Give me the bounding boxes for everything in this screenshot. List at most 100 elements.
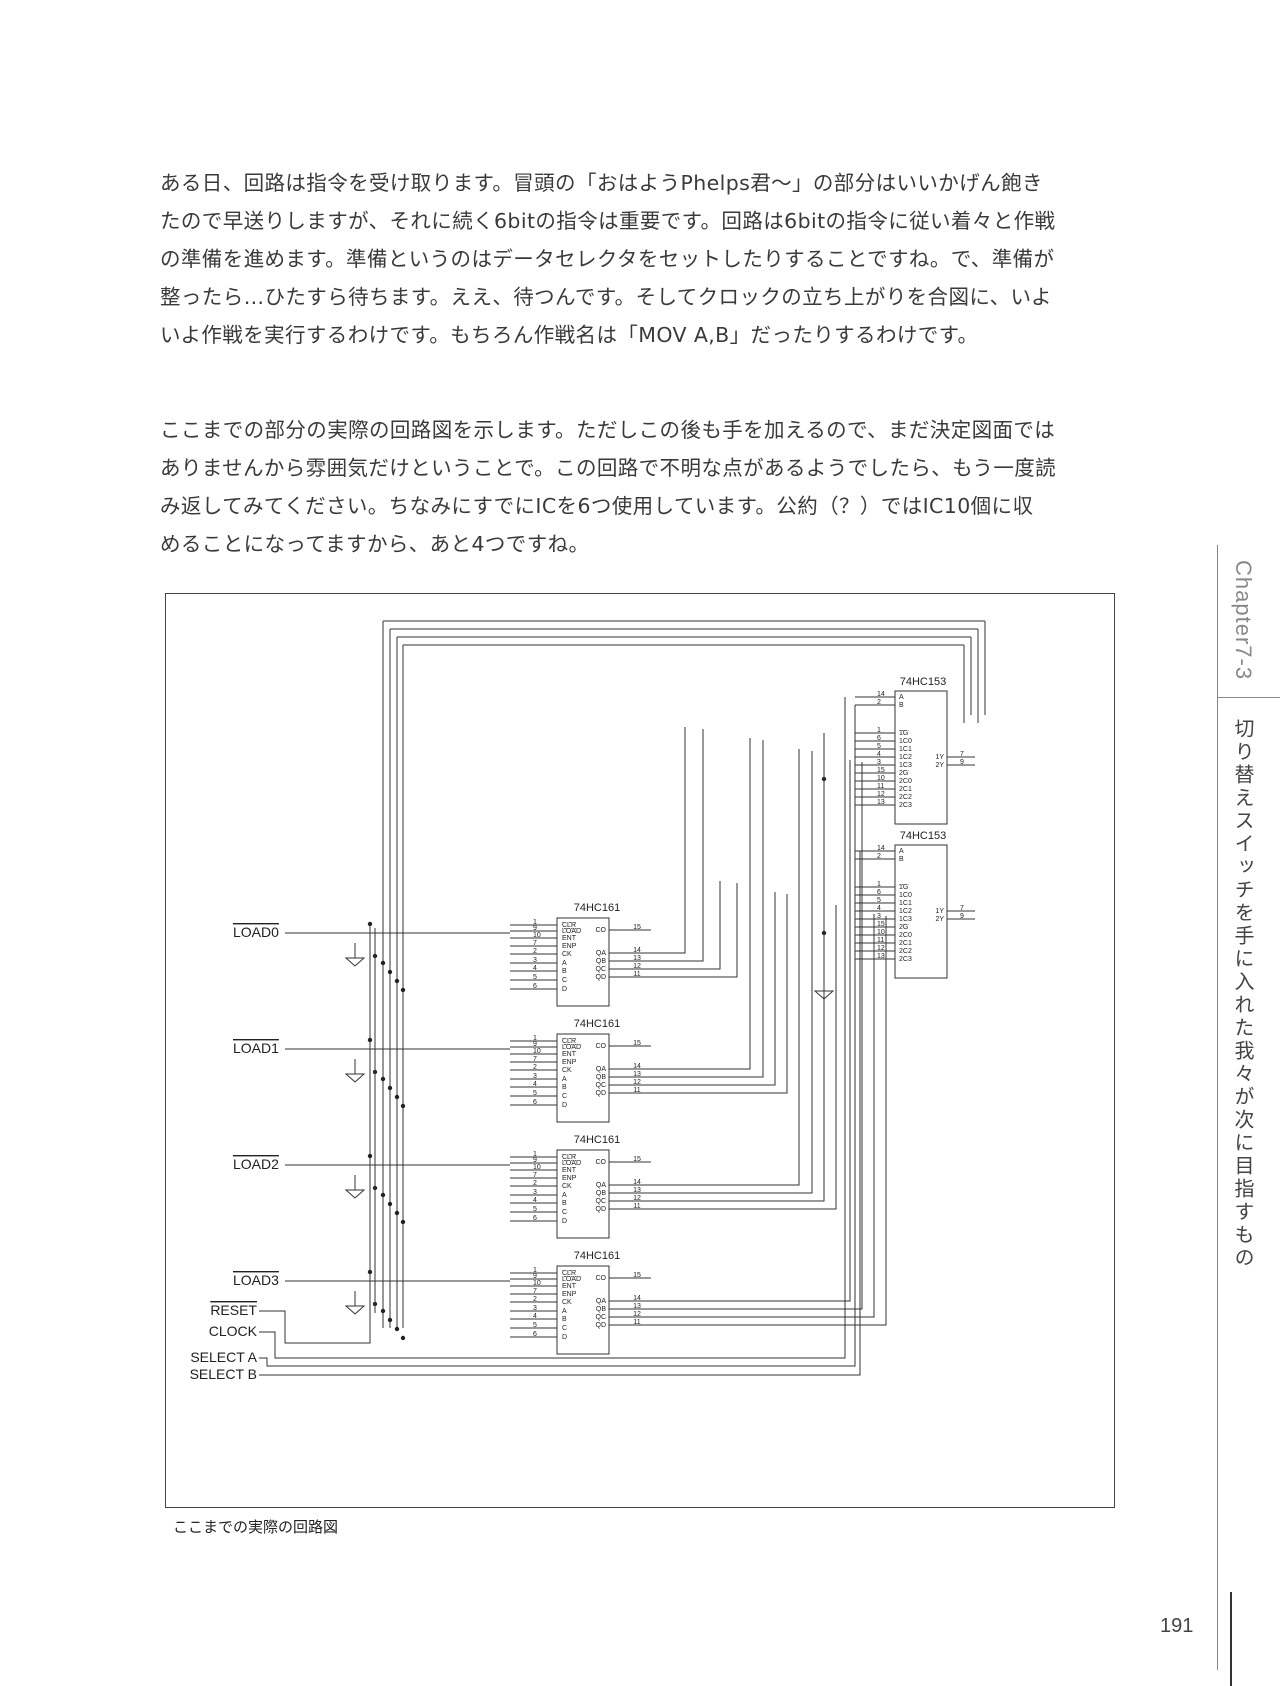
selector-pin-number: 3 [877, 759, 881, 766]
selector-pin-number: 14 [877, 691, 885, 698]
ground-symbol [344, 1073, 366, 1083]
selector-pin-number: 5 [877, 897, 881, 904]
selector-pin-label: 2C0 [899, 932, 912, 939]
junction-dot [400, 1103, 406, 1109]
counter-chip-name: 74HC161 [574, 1018, 620, 1030]
counter-pin-number: 3 [533, 957, 537, 964]
counter-chip-name: 74HC161 [574, 1250, 620, 1262]
selector-pin-label: 1C0 [899, 738, 912, 745]
junction-dot [387, 1201, 393, 1207]
chapter-label: Chapter7-3 [1231, 560, 1256, 681]
chapter-title: 切り替えスイッチを手に入れた我々が次に目指すもの [1231, 718, 1255, 1270]
counter-output-pin: 13 [633, 1187, 641, 1194]
selector-pin-label: 2C1 [899, 940, 912, 947]
counter-pin-label: A [562, 1076, 567, 1083]
counter-output-pin: 15 [633, 1272, 641, 1279]
selector-chip-name: 74HC153 [900, 676, 946, 688]
selector-pin-label: 2C2 [899, 948, 912, 955]
counter-output-wire [609, 727, 686, 954]
counter-pin-label: D [562, 1102, 567, 1109]
counter-output-label: QC [596, 966, 607, 973]
selector-output-pin: 9 [960, 759, 964, 766]
junction-dot [380, 1192, 386, 1198]
counter-output-pin: 14 [633, 1063, 641, 1070]
select-b-input-label: SELECT B [190, 1366, 257, 1382]
selector-pin-label: 2C3 [899, 802, 912, 809]
counter-output-label: QD [596, 974, 607, 981]
counter-pin-number: 6 [533, 983, 537, 990]
figure-caption: ここまでの実際の回路図 [173, 1518, 339, 1536]
counter-output-pin: 14 [633, 1295, 641, 1302]
counter-output-wire [609, 903, 825, 1202]
selector-pin-number: 10 [877, 929, 885, 936]
counter-pin-label: B [562, 1200, 567, 1207]
counter-output-pin: 15 [633, 924, 641, 931]
counter-pin-number: 4 [533, 1313, 537, 1320]
counter-pin-label: CLR [562, 1154, 576, 1161]
counter-pin-label: CK [562, 1299, 572, 1306]
selector-pin-label: 2C3 [899, 956, 912, 963]
counter-output-pin: 12 [633, 1311, 641, 1318]
counter-output-pin: 15 [633, 1040, 641, 1047]
counter-pin-label: CLR [562, 922, 576, 929]
load-input-label: LOAD1 [233, 1040, 279, 1056]
selector-pin-label: B [899, 856, 904, 863]
counter-pin-label: A [562, 1192, 567, 1199]
counter-pin-number: 7 [533, 940, 537, 947]
counter-pin-number: 4 [533, 1197, 537, 1204]
counter-output-label: CO [596, 1159, 607, 1166]
ground-symbol [344, 1305, 366, 1315]
junction-dot [387, 1317, 393, 1323]
selector-pin-number: 11 [877, 783, 884, 790]
counter-pin-label: ENP [562, 943, 577, 950]
counter-pin-label: ENP [562, 1059, 577, 1066]
counter-pin-number: 4 [533, 1081, 537, 1088]
ground-symbol [344, 957, 366, 967]
selector-pin-number: 15 [877, 921, 885, 928]
page-number-rule [1230, 1592, 1232, 1686]
counter-pin-number: 10 [533, 1048, 541, 1055]
counter-output-wire [609, 740, 764, 1078]
counter-pin-label: ENT [562, 1283, 577, 1290]
counter-pin-number: 7 [533, 1288, 537, 1295]
junction-dot [400, 1335, 406, 1341]
selector-pin-number: 13 [877, 953, 885, 960]
selector-pin-number: 2 [877, 853, 881, 860]
junction-dot [394, 1094, 400, 1100]
selector-pin-label: 2C1 [899, 786, 912, 793]
counter-output-wire [609, 729, 704, 962]
sidebar-rule [1217, 545, 1218, 1670]
selector-output-pin: 9 [960, 913, 964, 920]
selector-output-label: 1Y [935, 754, 944, 761]
counter-output-label: CO [596, 927, 607, 934]
counter-pin-number: 9 [533, 1273, 537, 1280]
junction-dot [394, 1326, 400, 1332]
clock-input-label: CLOCK [209, 1323, 258, 1339]
select-a-input-label: SELECT A [190, 1349, 257, 1365]
select-a-wire [259, 705, 856, 1367]
selector-pin-label: B [899, 702, 904, 709]
selector-pin-number: 13 [877, 799, 885, 806]
selector-pin-label: 1C1 [899, 746, 912, 753]
selector-pin-label: 1C2 [899, 908, 912, 915]
counter-output-label: QC [596, 1198, 607, 1205]
counter-output-wire [609, 892, 776, 1086]
paragraph-2: ここまでの部分の実際の回路図を示します。ただしこの後も手を加えるので、まだ決定図… [160, 411, 1110, 563]
counter-pin-number: 6 [533, 1331, 537, 1338]
counter-output-pin: 12 [633, 963, 641, 970]
selector-pin-number: 3 [877, 913, 881, 920]
counter-output-label: QC [596, 1082, 607, 1089]
junction-dot [380, 1076, 386, 1082]
counter-output-label: QA [596, 1298, 606, 1305]
counter-output-label: QB [596, 1190, 606, 1197]
counter-output-label: QD [596, 1090, 607, 1097]
selector-pin-label: A [899, 848, 904, 855]
counter-output-label: QB [596, 958, 606, 965]
selector-output-label: 2Y [935, 916, 944, 923]
ground-symbol [813, 990, 835, 1000]
counter-pin-number: 2 [533, 1180, 537, 1187]
counter-pin-number: 6 [533, 1215, 537, 1222]
counter-pin-number: 5 [533, 1322, 537, 1329]
counter-pin-label: D [562, 1218, 567, 1225]
